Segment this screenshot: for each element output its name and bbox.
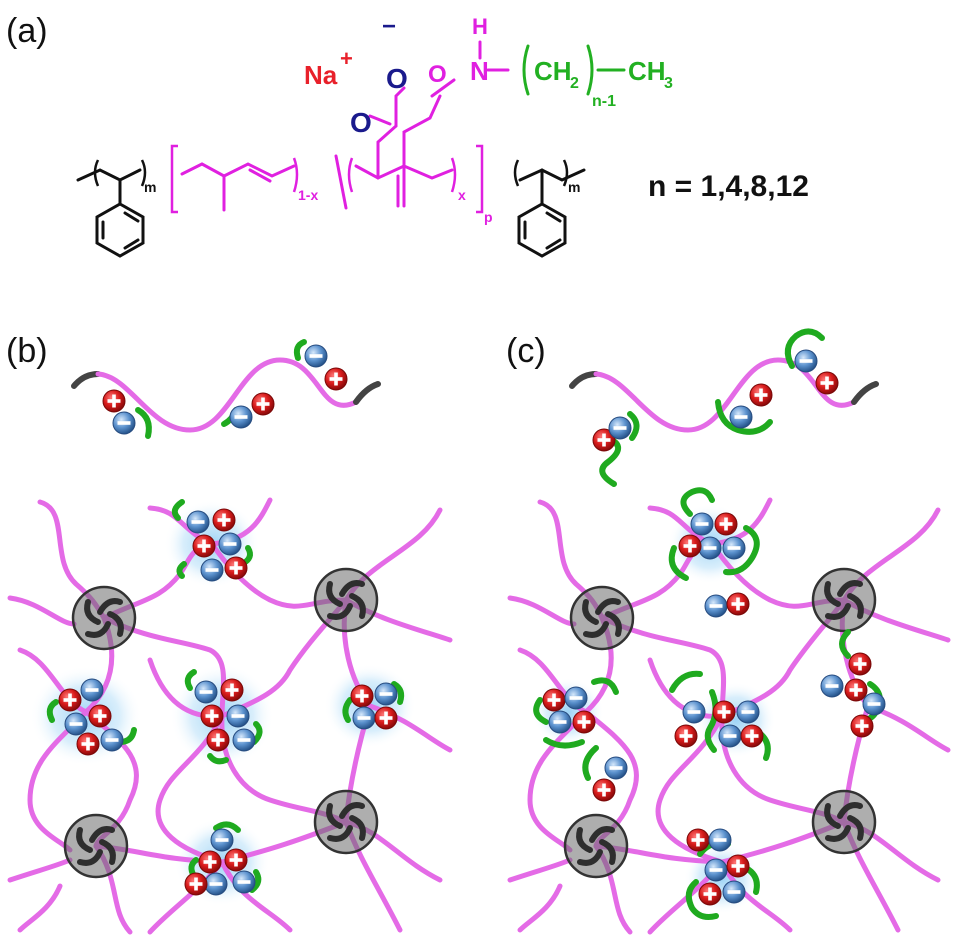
chemical-structure: m 1-x x p m Na + − (76, 13, 809, 258)
pb-bracket-close (476, 144, 484, 214)
ps-end-left-c (569, 371, 599, 389)
ps-left-bracket-close (140, 159, 147, 187)
pb-inner-bracket-close (292, 157, 299, 193)
p-subscript: p (484, 209, 493, 225)
ps-end-right-b (353, 381, 381, 405)
domain-c-4 (813, 791, 875, 853)
n-minus-1: n-1 (592, 93, 616, 110)
ps-left-backbone (76, 168, 142, 182)
network-c (507, 487, 951, 935)
panel-label-b: (b) (6, 332, 48, 370)
carboxylate-o-top: O (386, 63, 408, 94)
ps-end-left-b (71, 371, 101, 389)
amide-oxygen: O (428, 61, 447, 88)
panel-label-a: (a) (6, 12, 48, 50)
ps-left-benzene (95, 202, 145, 258)
ps-end-right-c (851, 381, 879, 405)
ps-left-bracket-open (93, 159, 100, 187)
domain-c-2 (813, 569, 875, 631)
sodium-label: Na (304, 60, 338, 90)
sodium-charge: + (340, 46, 353, 71)
pb-bracket-open (170, 144, 178, 214)
domain-c-3 (565, 815, 627, 877)
domain-b-1 (73, 587, 135, 649)
m-left: m (144, 179, 156, 195)
ch3-label: CH (628, 56, 666, 86)
n-values: n = 1,4,8,12 (648, 170, 809, 203)
ps-right-backbone (518, 168, 586, 182)
m-right: m (568, 179, 580, 195)
network-b (7, 497, 453, 935)
domain-c-1 (571, 587, 633, 649)
ch3-subscript: 3 (664, 75, 673, 92)
carboxylate-charge: − (382, 13, 396, 40)
x-subscript: x (458, 187, 466, 203)
alkyl-bracket-open (522, 44, 530, 96)
domain-b-4 (315, 791, 377, 853)
alkyl-bracket-close (586, 44, 594, 96)
carboxylate-o-bottom: O (350, 107, 372, 138)
ch2-label: CH (534, 56, 572, 86)
halo-c-2 (532, 678, 604, 746)
one-minus-x: 1-x (298, 187, 318, 203)
pink-backbone-1 (180, 162, 296, 178)
single-chain-c (569, 328, 879, 487)
panel-label-c: (c) (506, 332, 546, 370)
chain-b (95, 357, 359, 433)
domain-b-3 (65, 815, 127, 877)
amide-hydrogen: H (472, 14, 488, 39)
ch2-subscript: 2 (570, 75, 579, 92)
amide-nitrogen: N (470, 56, 489, 86)
single-chain-b (71, 339, 381, 439)
domain-b-2 (315, 569, 377, 631)
ps-right-benzene (517, 202, 567, 258)
